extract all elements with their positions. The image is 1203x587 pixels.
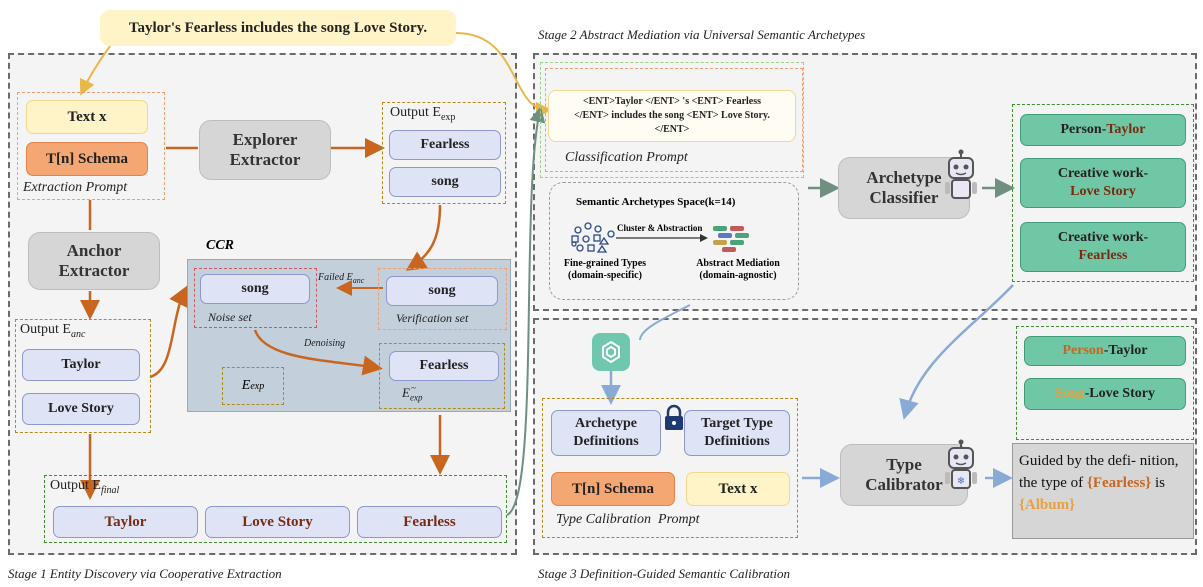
final-output-love-story: Love Story (205, 506, 350, 538)
classification-prompt-outer (540, 62, 804, 178)
result-creative-fearless: Creative work-Fearless (1020, 222, 1186, 272)
semantic-space-title: Semantic Archetypes Space(k=14) (576, 196, 736, 208)
stage1-title: Stage 1 Entity Discovery via Cooperative… (8, 566, 282, 581)
result-song-love-story: Song-Love Story (1024, 378, 1186, 410)
refined-output-group (379, 343, 505, 409)
chatgpt-icon (592, 333, 630, 371)
classification-prompt-label: Classification Prompt (565, 150, 688, 165)
stage3-title: Stage 3 Definition-Guided Semantic Calib… (538, 566, 791, 581)
ccr-label: CCR (206, 238, 235, 253)
prompt-line-3: </ENT> (654, 124, 690, 135)
result-person-taylor-final: Person-Taylor (1024, 336, 1186, 366)
output-anc-label: Output Eanc (20, 322, 86, 340)
prompt-line-2: </ENT> includes the song <ENT> Love Stor… (574, 110, 770, 121)
output-anc-group (15, 319, 151, 433)
stage3-text-x-box: Text x (686, 472, 790, 506)
noise-set-label: Noise set (208, 310, 252, 324)
type-calibration-label: Type Calibration Prompt (556, 512, 700, 527)
fine-grained-label: Fine-grained Types(domain-specific) (563, 258, 647, 281)
verification-set-group (378, 268, 507, 330)
explorer-extractor: Explorer Extractor (199, 120, 331, 180)
denoising-label: Denoising (304, 338, 346, 349)
output-exp-group (382, 102, 506, 204)
cluster-label: Cluster & Abstraction (617, 223, 703, 233)
type-calibrator-label: Type Calibrator (865, 455, 943, 494)
final-output-fearless: Fearless (357, 506, 502, 538)
stage3-schema-box: T[n] Schema (551, 472, 675, 506)
target-type-definitions-box: Target Type Definitions (684, 410, 790, 456)
stage2-results-group (1012, 104, 1194, 282)
svg-text:❄: ❄ (957, 476, 965, 487)
classification-prompt-group (545, 68, 803, 172)
output-final-label: Output Efinal (50, 478, 120, 496)
archetype-definitions-box: Archetype Definitions (551, 410, 661, 456)
noise-set-group (194, 268, 317, 328)
prompt-line-1: <ENT>Taylor </ENT> 's <ENT> Fearless (582, 96, 762, 107)
guided-result-box: Guided by the defi- nition, the type of … (1012, 443, 1194, 539)
anchor-extractor: Anchor Extractor (28, 232, 160, 290)
abstract-mediation-icon (713, 226, 749, 252)
verification-item-song: song (386, 276, 498, 306)
result-person-taylor: Person-Taylor (1020, 114, 1186, 146)
output-exp-label: Output Eexp (390, 105, 456, 123)
e-exp-tilde-label: Eexp~ (402, 383, 423, 403)
anchor-output-taylor: Taylor (22, 349, 140, 381)
refined-output-fearless: Fearless (389, 351, 499, 381)
verification-set-label: Verification set (396, 311, 469, 325)
explorer-extractor-label: Explorer Extractor (229, 130, 301, 169)
text-x-box: Text x (26, 100, 148, 134)
input-sentence: Taylor's Fearless includes the song Love… (100, 10, 456, 46)
explorer-output-fearless: Fearless (389, 130, 501, 160)
schema-box: T[n] Schema (26, 142, 148, 176)
classification-prompt-text-box: <ENT>Taylor </ENT> 's <ENT> Fearless </E… (548, 90, 796, 142)
anchor-extractor-label: Anchor Extractor (58, 241, 130, 280)
stage2-title: Stage 2 Abstract Mediation via Universal… (538, 27, 866, 42)
anchor-output-love-story: Love Story (22, 393, 140, 425)
extraction-prompt-group (17, 92, 165, 200)
extraction-prompt-label: Extraction Prompt (23, 180, 128, 195)
lock-icon (662, 404, 686, 432)
abstract-mediation-label: Abstract Mediation(domain-agnostic) (696, 258, 780, 281)
archetype-classifier-label: Archetype Classifier (866, 168, 942, 207)
semantic-space-group (549, 182, 799, 300)
final-output-taylor: Taylor (53, 506, 198, 538)
result-creative-love-story: Creative work-Love Story (1020, 158, 1186, 208)
noise-item-song: song (200, 274, 310, 304)
calibration-prompt-group (542, 398, 798, 538)
failed-label: Failed Eanc (318, 272, 365, 285)
explorer-output-song: song (389, 167, 501, 197)
output-final-group (44, 475, 507, 543)
stage3-results-group (1016, 326, 1194, 440)
